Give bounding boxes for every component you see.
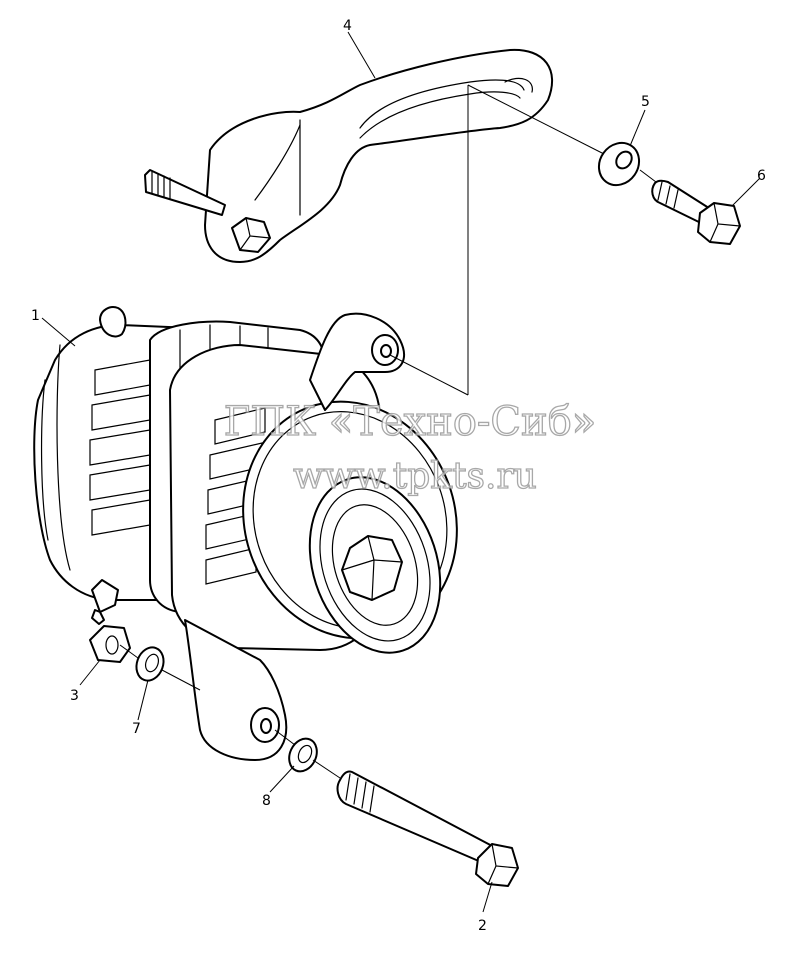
watermark-url: www.tpkts.ru	[293, 456, 537, 497]
washer-part-8	[288, 737, 318, 773]
callout-2: 2	[478, 918, 487, 934]
bolt-part-2	[336, 770, 519, 887]
alternator-part-1	[33, 306, 458, 761]
callout-leaders	[41, 31, 761, 913]
bolt-part-6	[651, 179, 741, 245]
watermark: ГПК «Техно-Сиб» www.tpkts.ru	[223, 398, 597, 497]
washer-part-5	[597, 141, 641, 187]
bracket-stud	[144, 169, 226, 216]
callout-3: 3	[70, 688, 79, 704]
callout-labels: 1 2 3 4 5 6 7 8	[31, 18, 766, 934]
nut-part-3	[89, 625, 131, 663]
callout-4: 4	[343, 18, 352, 34]
assembly-lines	[119, 84, 657, 779]
callout-6: 6	[757, 168, 766, 184]
bracket-part-4	[204, 48, 554, 263]
callout-7: 7	[132, 721, 141, 737]
bracket-nut	[231, 217, 271, 253]
callout-8: 8	[262, 793, 271, 809]
spring-washer-part-7	[135, 646, 165, 682]
watermark-company: ГПК «Техно-Сиб»	[224, 399, 597, 445]
callout-5: 5	[641, 94, 650, 110]
callout-1: 1	[31, 308, 40, 324]
